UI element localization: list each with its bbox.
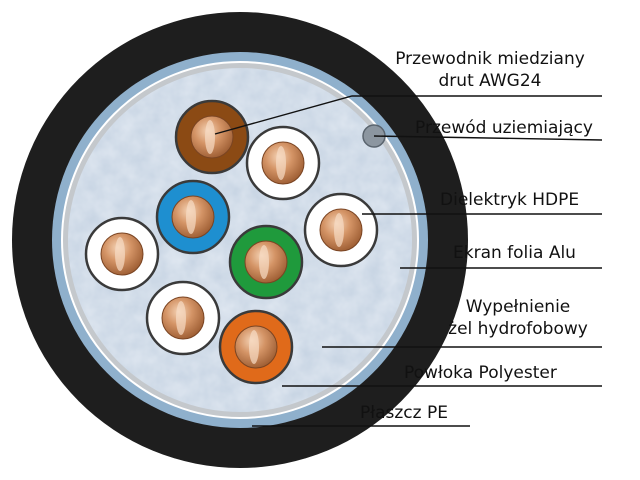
label-conductor: Przewodnik miedziany drut AWG24 [365,48,615,92]
wire-group [84,99,379,385]
blue-wire [155,179,231,255]
blue-wire-copper-highlight [186,200,196,234]
white-wire-1 [245,125,321,201]
label-dielectric: Dielektryk HDPE [440,190,580,210]
label-ground-wire: Przewód uziemiający [415,118,593,138]
white-wire-1-copper-highlight [276,146,286,180]
leader-lines [214,95,603,427]
brown-wire-copper-highlight [205,120,215,154]
label-filler-line2: żel hydrofobowy [448,319,588,339]
leader-ground [373,135,603,141]
label-conductor-line2: drut AWG24 [438,71,542,91]
green-wire [228,224,304,300]
leader-conductor [214,95,602,135]
label-shield: Ekran folia Alu [453,243,576,263]
white-wire-4 [145,280,221,356]
white-wire-4-copper-highlight [176,301,186,335]
white-wire-3-copper-highlight [115,237,125,271]
white-wire-2 [303,192,379,268]
label-conductor-line1: Przewodnik miedziany [395,49,585,69]
label-filler-line1: Wypełnienie [465,297,571,317]
white-wire-2-copper-highlight [334,213,344,247]
brown-wire [174,99,250,175]
label-jacket: Płaszcz PE [360,403,448,423]
orange-wire [218,309,294,385]
white-wire-3 [84,216,160,292]
label-coating: Powłoka Polyester [404,363,557,383]
green-wire-copper-highlight [259,245,269,279]
label-filler: Wypełnienie żel hydrofobowy [428,296,608,340]
orange-wire-copper-highlight [249,330,259,364]
